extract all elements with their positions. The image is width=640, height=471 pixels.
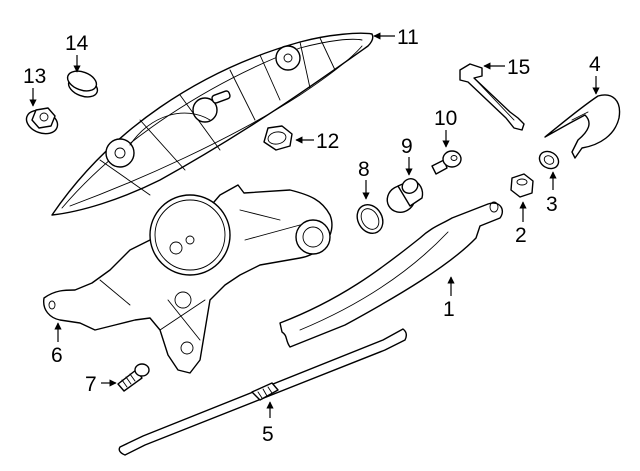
callout-label-12: 12 [316,130,339,153]
callout-label-3: 3 [546,193,558,216]
callout-1: 1 [443,276,455,321]
callout-label-15: 15 [507,56,530,79]
callout-10: 10 [434,107,457,148]
part-motor-bolt[interactable] [117,363,150,392]
callout-label-7: 7 [85,373,97,396]
part-wiper-blade[interactable] [118,328,408,456]
callout-8: 8 [358,158,370,200]
part-washer-nozzle-hose[interactable] [459,63,525,131]
callout-label-10: 10 [434,107,457,130]
part-flange-nut[interactable] [23,106,61,138]
part-arm-nut[interactable] [510,173,534,198]
part-washer[interactable] [536,148,561,172]
callout-7: 7 [85,373,117,396]
callout-label-13: 13 [23,65,46,88]
callout-label-4: 4 [589,53,601,76]
part-wiper-motor[interactable] [43,184,333,374]
callout-13: 13 [23,65,46,107]
callout-12: 12 [295,130,339,153]
callout-9: 9 [401,135,413,176]
callout-label-6: 6 [51,344,63,367]
part-arm-cover-cap[interactable] [544,94,621,159]
part-seal-ring[interactable] [352,200,388,238]
callout-11: 11 [373,26,419,49]
callout-label-8: 8 [358,158,370,181]
callout-label-1: 1 [443,298,455,321]
part-bolt[interactable] [431,150,462,175]
callout-label-11: 11 [397,26,419,49]
part-plug-cap[interactable] [65,67,100,100]
callout-label-9: 9 [401,135,413,158]
part-hex-nut[interactable] [263,125,293,151]
callout-label-5: 5 [262,423,274,446]
callout-4: 4 [589,53,601,95]
part-grommet[interactable] [382,176,424,217]
callout-label-2: 2 [515,224,527,247]
callout-label-14: 14 [65,32,89,55]
callout-6: 6 [51,322,63,367]
callout-15: 15 [483,56,530,79]
part-spoiler-bracket[interactable] [51,32,374,216]
callout-2: 2 [515,201,527,247]
callout-14: 14 [65,32,89,73]
callout-3: 3 [546,171,558,216]
part-wiper-arm[interactable] [279,201,504,348]
callout-5: 5 [262,401,274,446]
